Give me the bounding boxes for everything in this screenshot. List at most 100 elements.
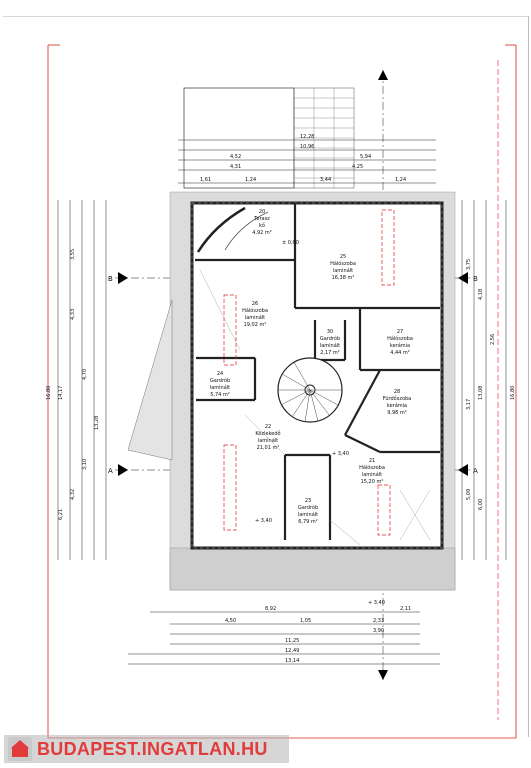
- roof-windows: [223, 209, 395, 536]
- dim-top-4: 5,94: [360, 154, 371, 160]
- dim-top-10: 1,24: [395, 177, 406, 183]
- dim-left-7: 3,10: [82, 459, 88, 470]
- room-25-id: 25: [340, 254, 346, 260]
- spiral-stair-treads: [278, 361, 342, 423]
- room-27-area: 4,44 m²: [390, 350, 410, 356]
- dim-right-6: 5,09: [466, 489, 472, 500]
- dim-left-total: 16,80: [46, 386, 52, 400]
- room-28-name: Fürdőszoba: [383, 396, 412, 402]
- level-mark-stair: + 3,40: [332, 451, 349, 457]
- room-22: 22 Közlekedő laminált 21,01 m²: [255, 424, 280, 451]
- room-25-name: Hálószoba: [330, 260, 356, 267]
- room-23: 23 Gardrób laminált 6,79 m²: [298, 498, 318, 525]
- dim-top-7: 1,61: [200, 177, 211, 183]
- room-21-area: 15,20 m²: [361, 479, 384, 485]
- dim-bottom-9: 13,14: [285, 658, 299, 664]
- insulation-line: [191, 202, 443, 549]
- room-30-name: Gardrób: [320, 335, 340, 342]
- watermark-text: BUDAPEST.INGATLAN.HU: [37, 738, 268, 759]
- dim-bottom-2: 2,11: [400, 606, 411, 612]
- level-mark-bottom: + 3,40: [368, 600, 385, 606]
- dim-top-1: 12,28: [300, 134, 314, 140]
- upper-stair-treads: [294, 88, 354, 188]
- room-24: 24 Gardrób laminált 5,74 m²: [210, 371, 230, 398]
- section-label-a-right: A: [473, 467, 478, 475]
- upper-stair-outline: [183, 87, 295, 189]
- axis-arrow-bottom-icon: [378, 670, 388, 680]
- room-22-id: 22: [265, 424, 271, 430]
- room-28-area: 9,98 m²: [387, 410, 407, 416]
- house-logo-icon: [8, 737, 32, 761]
- section-label-a-left: A: [108, 467, 113, 475]
- room-22-floor: laminált: [258, 437, 278, 444]
- dim-top-3: 4,52: [230, 154, 241, 160]
- room-25-area: 16,38 m²: [332, 275, 355, 281]
- room-27-id: 27: [397, 329, 403, 335]
- room-24-area: 5,74 m²: [210, 392, 230, 398]
- room-27-floor: kerámia: [390, 342, 410, 349]
- room-30-floor: laminált: [320, 342, 340, 349]
- room-27: 27 Hálószoba kerámia 4,44 m²: [387, 329, 413, 356]
- room-20-name: Terasz: [253, 216, 270, 222]
- room-23-name: Gardrób: [298, 504, 318, 511]
- room-20-area: 4,92 m²: [252, 230, 272, 236]
- section-arrow-b-right-icon: [458, 272, 468, 284]
- room-24-floor: laminált: [210, 384, 230, 391]
- drawing-sheet: [3, 16, 529, 737]
- room-26-floor: laminált: [245, 314, 265, 321]
- room-25-floor: laminált: [333, 267, 353, 274]
- section-label-b-right: B: [473, 275, 478, 283]
- dim-left-8: 4,32: [70, 489, 76, 500]
- room-26-name: Hálószoba: [242, 307, 268, 314]
- room-26: 26 Hálószoba laminált 19,02 m²: [242, 301, 268, 328]
- room-24-id: 24: [217, 371, 223, 377]
- dim-left-6: 13,28: [94, 416, 100, 430]
- roof-eaves-hatch: [169, 547, 456, 591]
- dim-bottom-6: 3,90: [373, 628, 384, 634]
- dim-top-5: 4,31: [230, 164, 241, 170]
- level-mark-hall: + 3,40: [255, 518, 272, 524]
- room-30: 30 Gardrób laminált 2,17 m²: [320, 329, 340, 356]
- dim-left-2: 14,17: [58, 386, 64, 400]
- dim-top-2: 10,96: [300, 144, 314, 150]
- room-30-area: 2,17 m²: [320, 350, 340, 356]
- room-21: 21 Hálószoba laminált 15,20 m²: [359, 458, 385, 485]
- section-arrow-b-left-icon: [118, 272, 128, 284]
- dim-top-6: 4,25: [352, 164, 363, 170]
- left-roof-wing: [127, 299, 173, 461]
- level-mark-terrace: ± 0,00: [282, 240, 299, 246]
- interior-walls: [195, 203, 440, 540]
- room-28-floor: kerámia: [387, 402, 407, 409]
- room-23-id: 23: [305, 498, 311, 504]
- room-20: 20 Terasz kő 4,92 m²: [252, 209, 272, 236]
- dim-bottom-3: 4,50: [225, 618, 236, 624]
- site-watermark: BUDAPEST.INGATLAN.HU: [4, 735, 289, 763]
- axis-arrow-top-icon: [378, 70, 388, 80]
- top-dimension-lines: [178, 139, 436, 184]
- room-26-area: 19,02 m²: [244, 322, 267, 328]
- dim-left-4: 4,33: [70, 309, 76, 320]
- room-20-id: 20: [259, 209, 265, 215]
- dim-right-total: 16,80: [510, 386, 516, 400]
- dim-right-1: 3,75: [466, 259, 472, 270]
- room-27-name: Hálószoba: [387, 335, 413, 342]
- dim-top-9: 3,44: [320, 177, 331, 183]
- dim-right-5: 3,17: [466, 399, 472, 410]
- dim-bottom-5: 2,33: [373, 618, 384, 624]
- room-28: 28 Fürdőszoba kerámia 9,98 m²: [383, 389, 412, 416]
- room-21-floor: laminált: [362, 471, 382, 478]
- curved-terrace-rail: [224, 211, 269, 251]
- room-26-id: 26: [252, 301, 258, 307]
- room-20-floor: kő: [259, 223, 265, 229]
- bottom-dimension-lines: [128, 611, 440, 665]
- dim-right-3: 2,56: [490, 334, 496, 345]
- room-25: 25 Hálószoba laminált 16,38 m²: [330, 254, 356, 281]
- slope-lines: [199, 269, 431, 546]
- dim-right-2: 4,18: [478, 289, 484, 300]
- right-dimension-lines: [461, 200, 507, 560]
- room-23-floor: laminált: [298, 511, 318, 518]
- dim-left-9: 6,21: [58, 509, 64, 520]
- dim-left-3: 3,55: [70, 249, 76, 260]
